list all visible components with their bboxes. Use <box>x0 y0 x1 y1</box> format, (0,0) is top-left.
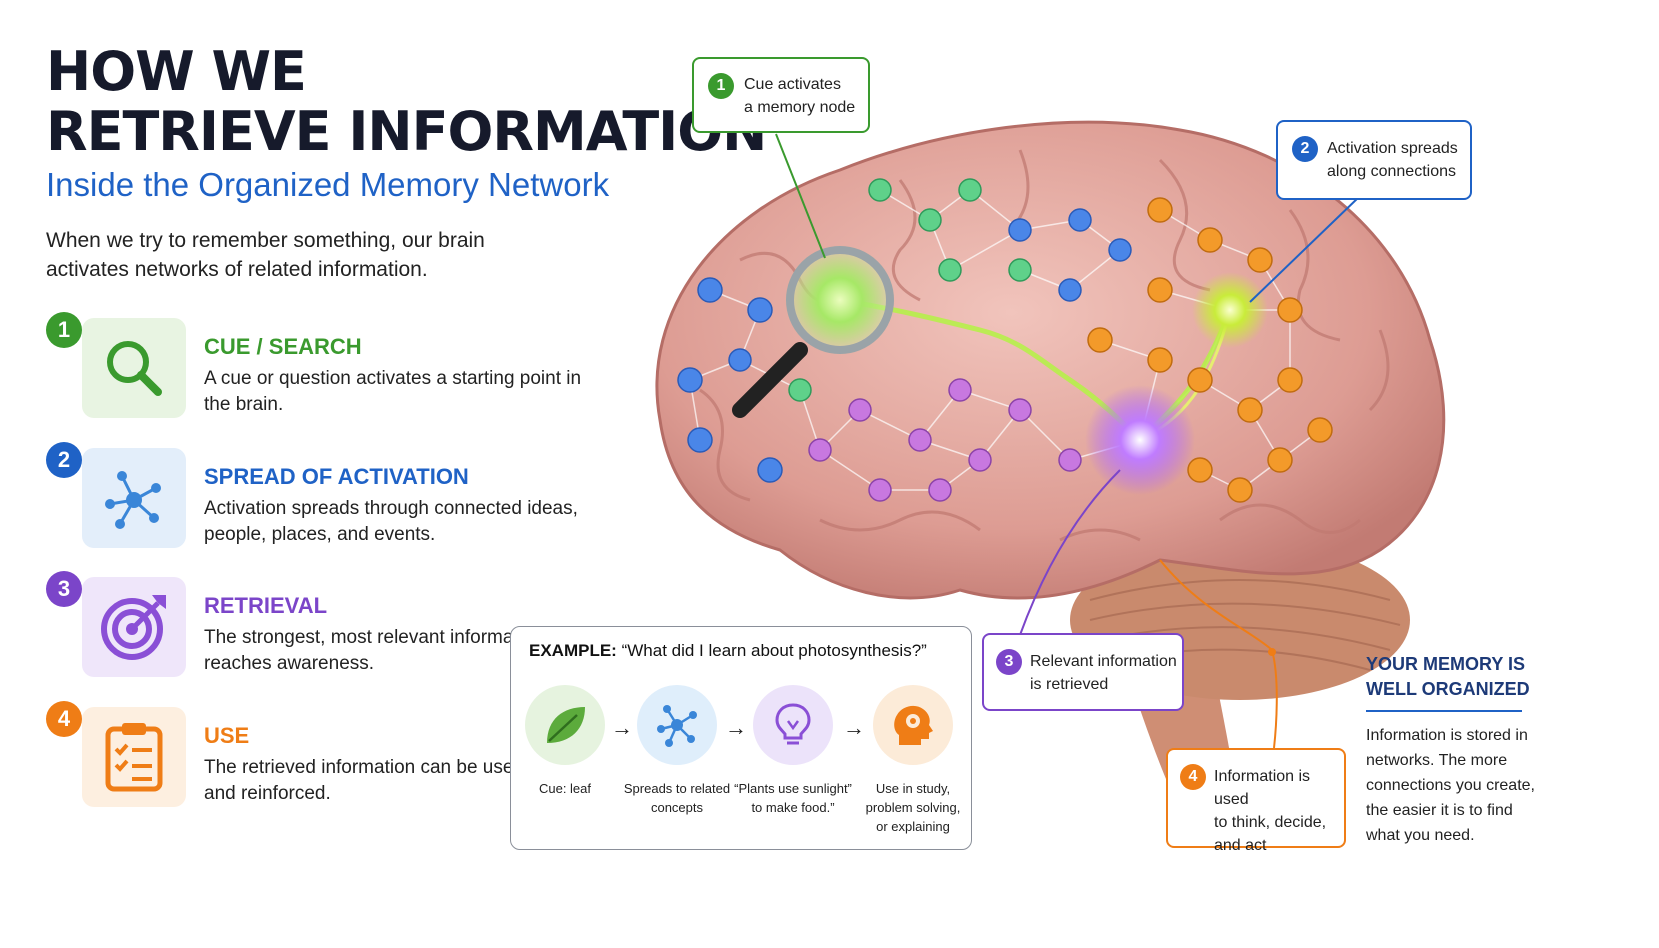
cue-glow <box>785 245 895 355</box>
example-step-cue: Cue: leaf <box>505 685 625 798</box>
callout-number-badge: 2 <box>1292 136 1318 162</box>
step-description: A cue or question activates a starting p… <box>204 368 582 415</box>
callout-line: to think, decide, <box>1214 814 1327 831</box>
step-number-badge: 2 <box>46 442 82 478</box>
summary-text: Information is stored in networks. The m… <box>1366 727 1535 844</box>
summary-title: YOUR MEMORY IS WELL ORGANIZED <box>1366 652 1530 702</box>
caption-line: Use in study, <box>875 781 951 796</box>
leaf-icon <box>547 707 585 743</box>
step-number-badge: 3 <box>46 571 82 607</box>
callout-line: Relevant information <box>1030 653 1177 670</box>
step-icon-tile <box>82 448 186 548</box>
caption-line: Spreads to related <box>623 781 731 796</box>
example-question: “What did I learn about photosynthesis?” <box>621 641 927 660</box>
step-description: The retrieved information can be used, a… <box>204 757 602 804</box>
callout-text: Information is used to think, decide, an… <box>1214 765 1344 857</box>
example-icon-circle <box>637 685 717 765</box>
step-title: CUE / SEARCH <box>204 334 362 359</box>
callout-line: a memory node <box>744 99 856 116</box>
step-number-badge: 4 <box>46 701 82 737</box>
magnifier-icon <box>107 341 162 396</box>
step-cue-search: 1 CUE / SEARCH A cue or question activat… <box>46 312 606 422</box>
callout-activation-spreads: 2 Activation spreads along connections <box>1276 120 1472 200</box>
cerebrum <box>655 120 1446 600</box>
example-caption: Use in study, problem solving, or explai… <box>853 779 973 836</box>
intro-text: When we try to remember something, our b… <box>46 229 485 281</box>
example-icon-circle <box>873 685 953 765</box>
step-use: 4 USE The retrieved information can be u… <box>46 701 606 811</box>
caption-line: “Plants use sunlight” <box>734 781 852 796</box>
step-retrieval: 3 RETRIEVAL The strongest, most relevant… <box>46 571 606 681</box>
summary-title-line: WELL ORGANIZED <box>1366 679 1530 699</box>
network-icon <box>657 705 697 747</box>
example-caption: Spreads to related concepts <box>617 779 737 817</box>
summary-title-line: YOUR MEMORY IS <box>1366 654 1526 674</box>
step-icon-tile <box>82 318 186 418</box>
callout-line: Information is used <box>1214 768 1311 808</box>
step-spread-of-activation: 2 SPREAD OF ACTIVATION Activation spread… <box>46 442 606 552</box>
page-subtitle: Inside the Organized Memory Network <box>46 166 610 203</box>
callout-2-connector <box>1249 195 1361 303</box>
summary-divider <box>1366 710 1522 712</box>
callout-information-used: 4 Information is used to think, decide, … <box>1166 748 1346 854</box>
callout-line: and act <box>1214 837 1267 854</box>
example-panel: EXAMPLE: “What did I learn about photosy… <box>510 626 972 850</box>
callout-relevant-retrieved: 3 Relevant information is retrieved <box>982 633 1184 711</box>
clipboard-icon <box>105 723 163 792</box>
magnifying-glass-icon <box>732 246 894 418</box>
step-number-badge: 1 <box>46 312 82 348</box>
callout-line: is retrieved <box>1030 676 1109 693</box>
caption-line: to make food.” <box>751 800 835 815</box>
callout-number-badge: 4 <box>1180 764 1206 790</box>
target-icon <box>101 595 166 660</box>
step-icon-tile <box>82 577 186 677</box>
step-title: RETRIEVAL <box>204 593 328 618</box>
example-step-spread: Spreads to related concepts <box>617 685 737 817</box>
page-title-line-2: RETRIEVE INFORMATION <box>46 100 767 163</box>
example-caption: Cue: leaf <box>505 779 625 798</box>
step-title: SPREAD OF ACTIVATION <box>204 464 469 489</box>
callout-1-connector <box>775 133 826 259</box>
arrow-icon: → <box>725 715 747 740</box>
callout-3-connector <box>1019 469 1121 636</box>
caption-line: Cue: leaf <box>538 781 592 796</box>
brain-network-illustration <box>655 120 1446 810</box>
callout-text: Relevant information is retrieved <box>1030 650 1177 696</box>
callout-text: Activation spreads along connections <box>1327 137 1458 183</box>
callout-number-badge: 1 <box>708 73 734 99</box>
example-icon-circle <box>753 685 833 765</box>
step-description: The strongest, most relevant information… <box>204 627 545 674</box>
arrow-icon: → <box>843 715 865 740</box>
example-icon-circle <box>525 685 605 765</box>
step-title: USE <box>204 723 250 748</box>
caption-line: concepts <box>650 800 704 815</box>
callout-text: Cue activates a memory node <box>744 73 855 119</box>
caption-line: problem solving, <box>865 800 961 815</box>
callout-line: Cue activates <box>744 76 841 93</box>
callout-line: along connections <box>1327 163 1456 180</box>
step-description: Activation spreads through connected ide… <box>204 498 578 545</box>
example-step-use: Use in study, problem solving, or explai… <box>853 685 973 836</box>
callout-4-connector <box>1159 559 1278 749</box>
example-title: EXAMPLE: “What did I learn about photosy… <box>529 641 927 661</box>
arrow-icon: → <box>611 715 633 740</box>
example-caption: “Plants use sunlight” to make food.” <box>733 779 853 817</box>
spread-glow <box>1192 272 1268 348</box>
caption-line: or explaining <box>876 819 950 834</box>
example-step-retrieved: “Plants use sunlight” to make food.” <box>733 685 853 817</box>
network-icon <box>105 471 161 529</box>
example-label: EXAMPLE: <box>529 641 617 660</box>
callout-line: Activation spreads <box>1327 140 1458 157</box>
callout-number-badge: 3 <box>996 649 1022 675</box>
page-title-line-1: HOW WE <box>46 40 307 103</box>
lightbulb-icon <box>775 703 811 745</box>
callout-cue-activates: 1 Cue activates a memory node <box>692 57 870 133</box>
head-gear-icon <box>894 705 933 745</box>
retrieval-glow <box>1085 385 1195 495</box>
step-icon-tile <box>82 707 186 807</box>
